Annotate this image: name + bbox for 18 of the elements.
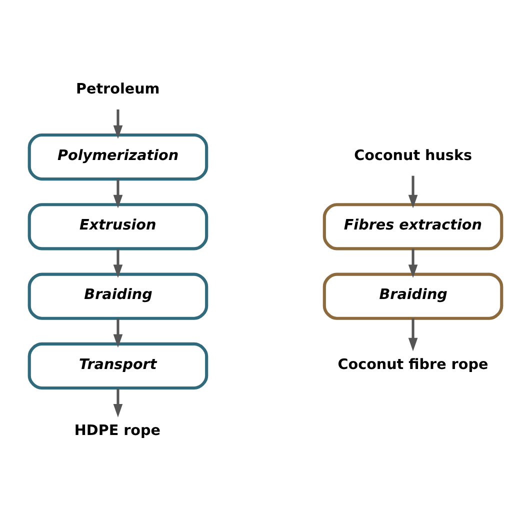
node-text: HDPE rope — [74, 422, 160, 439]
arrow — [408, 176, 418, 208]
arrow — [408, 318, 418, 352]
node-box: Braiding — [322, 272, 504, 320]
arrow — [113, 388, 123, 418]
arrow — [113, 179, 123, 208]
arrow — [113, 318, 123, 348]
arrow — [113, 248, 123, 278]
node-text: Coconut fibre rope — [338, 356, 488, 373]
node-box: Fibres extraction — [322, 203, 504, 250]
node-text: Coconut husks — [354, 148, 472, 164]
node-box: Extrusion — [28, 203, 208, 250]
node-box: Transport — [28, 342, 208, 390]
node-text: Petroleum — [76, 82, 160, 98]
arrow — [113, 109, 123, 139]
node-box: Polymerization — [28, 133, 208, 181]
node-box: Braiding — [28, 272, 208, 320]
arrow — [408, 248, 418, 278]
